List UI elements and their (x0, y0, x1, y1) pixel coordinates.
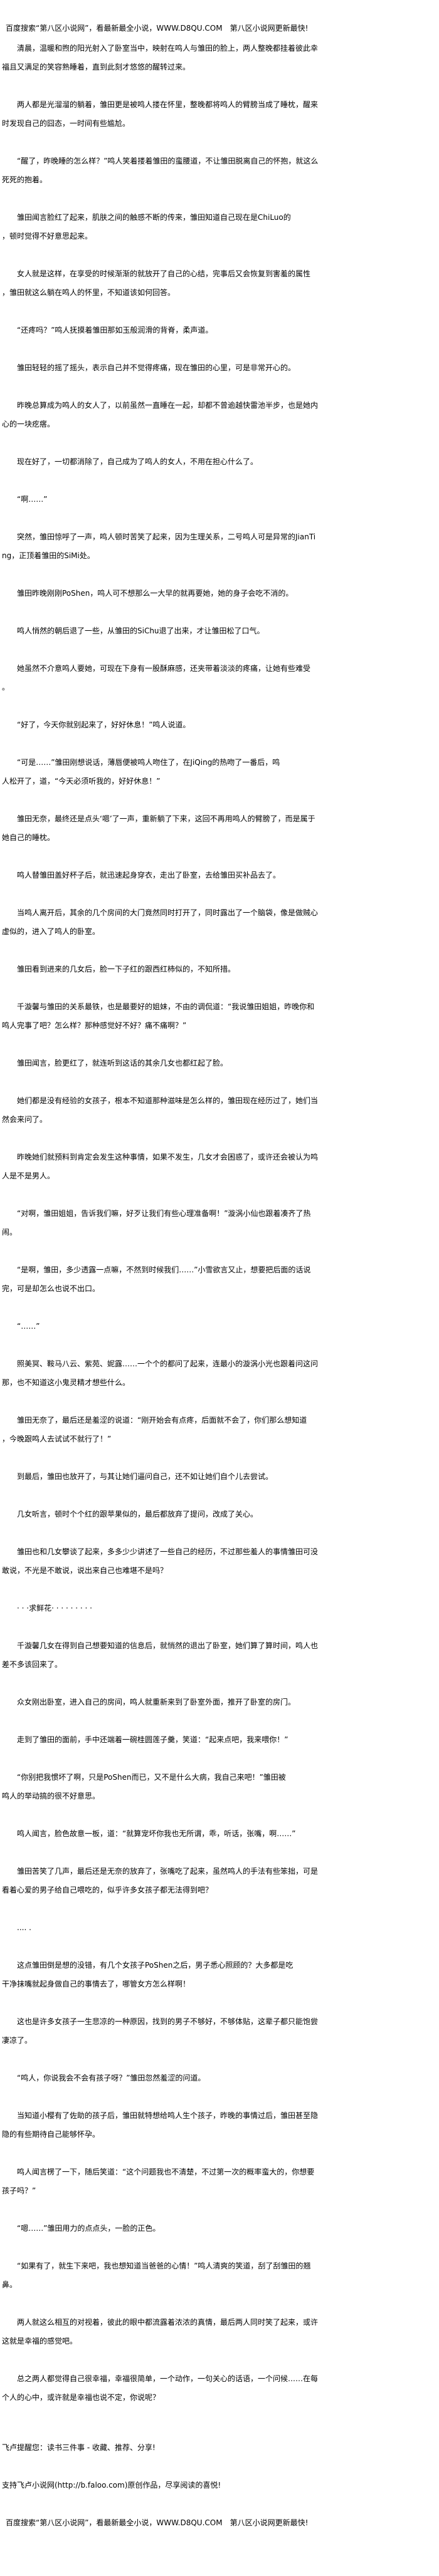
story-paragraph: “好了，今天你就别起来了，好好休息！”鸣人说道。 (17, 720, 191, 729)
story-paragraph: 千漩馨几女在得到自己想要知道的信息后，就悄然的退出了卧室，她们算了算时间，鸣人也… (2, 1641, 319, 1669)
story-paragraph: 雏田闻言脸红了起来，肌肤之间的触感不断的传来，雏田知道自己现在是ChiLuo的 … (2, 213, 291, 241)
story-paragraph: “是啊，雏田，多少透露一点嘛，不然到时候我们……”小雪欲言又止，想要把后面的话说… (2, 1265, 311, 1293)
story-paragraph: 昨晚她们就预料到肯定会发生这种事情，如果不发生，几女才会困惑了，或许还会被认为鸣… (2, 1153, 319, 1180)
story-paragraph: 众女刚出卧室，进入自己的房间，鸣人就重新来到了卧室外面，推开了卧室的房门。 (17, 1698, 296, 1706)
story-paragraph: 鸣人悄然的朝后退了一些，从雏田的SiChu退了出来，才让雏田松了口气。 (17, 626, 265, 635)
story-paragraph: “如果有了，就生下来吧，我也想知道当爸爸的心情！”鸣人清爽的笑道，刮了刮雏田的翘… (2, 2262, 311, 2289)
story-paragraph: 几女听言，顿时个个红的跟苹果似的，最后都放弃了提问，改成了关心。 (17, 1510, 258, 1519)
support-notice: 支持飞卢小说网(http://b.faloo.com)原创作品，尽享阅读的喜悦! (2, 2481, 221, 2490)
story-paragraph: 总之两人都觉得自己很幸福，幸福很简单，一个动作，一句关心的话语，一个问候……在每… (2, 2374, 319, 2402)
story-paragraph: “你别把我惯坏了啊，只是PoShen而已，又不是什么大病，我自己来吧！”雏田被 … (2, 1773, 286, 1800)
story-paragraph: 千漩馨与雏田的关系最铁，也是最要好的姐妹，不由的调侃道：“我说雏田姐姐，昨晚你和… (2, 1002, 315, 1030)
story-paragraph: “嗯……”雏田用力的点点头，一脸的正色。 (17, 2224, 161, 2233)
story-paragraph: 当知道小樱有了佐助的孩子后，雏田就特想给鸣人生个孩子，昨晚的事情过后，雏田甚至隐… (2, 2111, 319, 2139)
story-paragraph: 雏田看到进来的几女后，脸一下子红的跟西红柿似的，不知所措。 (17, 965, 236, 974)
story-paragraph: 女人就是这样，在享受的时候渐渐的就放开了自己的心结，完事后又会恢复到害羞的属性 … (2, 269, 311, 297)
story-paragraph: 突然，雏田惊呼了一声，鸣人顿时苦笑了起来，因为生理关系，二号鸣人可是异常的Jia… (2, 532, 316, 560)
story-paragraph: 两人都是光溜溜的躺着，雏田更是被鸣人搂在怀里，整晚都将鸣人的臂膀当成了睡枕，醒来… (2, 100, 319, 128)
story-paragraph: 到最后，雏田也放开了，与其让她们逼问自己，还不如让她们自个儿去尝试。 (17, 1472, 273, 1481)
story-paragraph: “可是……”雏田刚想说话，薄唇便被鸣人吻住了，在JiQing的热吻了一番后，鸣 … (2, 758, 280, 786)
story-paragraph: “对啊，雏田姐姐，告诉我们嘛，好歹让我们有些心理准备啊！”漩涡小仙也跟着凑齐了热… (2, 1209, 311, 1237)
story-paragraph: 这点雏田倒是想的没错，有几个女孩子PoShen之后，男子悉心照顾的？大多都是吃 … (2, 1961, 294, 1988)
reading-reminder: 飞卢提醒您：读书三件事 - 收藏、推荐、分享! (2, 2443, 156, 2452)
site-notice-top: 百度搜索“第八区小说网”，看最新最全小说，WWW.D8QU.COM 第八区小说网… (6, 24, 309, 33)
chapter-body: 清晨，温暖和煦的阳光射入了卧室当中，映射在鸣人与雏田的脸上，两人整晚都挂着彼此幸… (2, 39, 319, 2407)
story-paragraph: “醒了，昨晚睡的怎么样？”鸣人笑着搂着雏田的蛮腰道，不让雏田脱离自己的怀抱，就这… (2, 157, 319, 184)
story-paragraph: 雏田昨晚刚刚PoShen，鸣人可不想那么一大早的就再要她，她的身子会吃不消的。 (17, 589, 294, 598)
story-paragraph: 鸣人替雏田盖好杯子后，就迅速起身穿衣，走出了卧室，去给雏田买补品去了。 (17, 871, 281, 880)
story-paragraph: 雏田苦笑了几声，最后还是无奈的放弃了，张嘴吃了起来，虽然鸣人的手法有些笨拙，可是… (2, 1867, 319, 1894)
story-paragraph: 她虽然不介意鸣人要她，可现在下身有一股酥麻感，还夹带着淡淡的疼痛，让她有些难受 … (2, 664, 311, 692)
chapter-page: 百度搜索“第八区小说网”，看最新最全小说，WWW.D8QU.COM 第八区小说网… (2, 24, 319, 2532)
story-paragraph: 两人就这么相互的对视着，彼此的眼中都流露着浓浓的真情，最后两人同时笑了起来，或许… (2, 2318, 319, 2345)
site-notice-bottom: 百度搜索“第八区小说网”，看最新最全小说，WWW.D8QU.COM 第八区小说网… (6, 2518, 309, 2527)
story-paragraph: 雏田轻轻的摇了摇头，表示自己并不觉得疼痛，现在雏田的心里，可是非常开心的。 (17, 363, 296, 372)
story-paragraph: 这也是许多女孩子一生悲凉的一种原因，找到的男子不够好，不够体贴，这辈子都只能饱尝… (2, 2017, 319, 2045)
story-paragraph: 雏田无奈，最终还是点头‘嗯’了一声，重新躺了下来，这回不再用鸣人的臂膀了，而是属… (2, 814, 315, 842)
story-paragraph: 雏田无奈了，最后还是羞涩的说道：“刚开始会有点疼，后面就不会了，你们那么想知道 … (2, 1416, 307, 1443)
story-paragraph: 清晨，温暖和煦的阳光射入了卧室当中，映射在鸣人与雏田的脸上，两人整晚都挂着彼此幸… (2, 44, 319, 71)
story-paragraph: 照美冥、鞍马八云、紫苑、妮露……一个个的都问了起来，连最小的漩涡小光也跟着问这问… (2, 1359, 319, 1387)
story-paragraph: “……” (17, 1322, 40, 1331)
story-paragraph: 她们都是没有经验的女孩子，根本不知道那种滋味是怎么样的，雏田现在经历过了，她们当… (2, 1096, 319, 1124)
story-paragraph: 鸣人闻言，脸色故意一板，道：“就算宠坏你我也无所谓，乖，听话，张嘴，啊……” (17, 1829, 296, 1838)
story-paragraph: 鸣人闻言楞了一下，随后笑道：“这个问题我也不清楚，不过第一次的概率蛮大的，你想要… (2, 2168, 315, 2195)
story-paragraph: “鸣人，你说我会不会有孩子呀？”雏田忽然羞涩的问道。 (17, 2074, 206, 2082)
story-paragraph: 现在好了，一切都消除了，自己成为了鸣人的女人，不用在担心什么了。 (17, 457, 258, 466)
story-paragraph: “还疼吗？”鸣人抚摸着雏田那如玉般润滑的背脊，柔声道。 (17, 326, 213, 335)
story-paragraph: 走到了雏田的面前，手中还端着一碗桂圆莲子羹，笑道：“起来点吧，我来喂你！” (17, 1735, 288, 1744)
story-paragraph: .... . (17, 1923, 31, 1932)
chapter-footer: 飞卢提醒您：读书三件事 - 收藏、推荐、分享! 支持飞卢小说网(http://b… (2, 2438, 319, 2532)
story-paragraph: 昨晚总算成为鸣人的女人了，以前虽然一直睡在一起，却都不曾逾越快雷池半步，也是她内… (2, 401, 319, 428)
story-paragraph: 雏田闻言，脸更红了，就连听到这话的其余几女也都红起了脸。 (17, 1059, 228, 1067)
story-paragraph: “啊……” (17, 495, 48, 504)
story-paragraph: 雏田也和几女攀谈了起来，多多少少讲述了一些自己的经历，不过那些羞人的事情雏田可没… (2, 1547, 319, 1575)
story-paragraph: 当鸣人离开后，其余的几个房间的大门竟然同时打开了，同时露出了一个脑袋，像是做贼心… (2, 908, 319, 936)
story-paragraph: · · ·求鲜花· · · · · · · · · (17, 1604, 92, 1613)
